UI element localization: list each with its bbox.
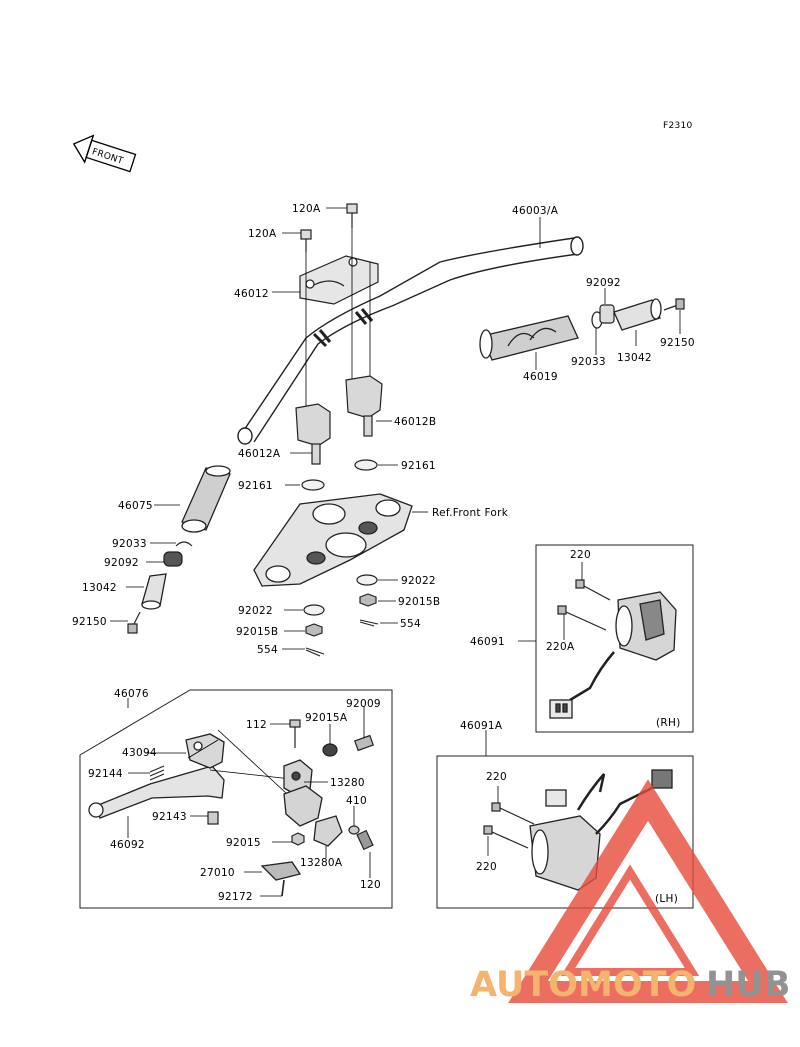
spacer-92092-icon [163,551,183,567]
housing-13280A [313,815,343,847]
label-92150-right: 92150 [660,337,695,349]
watermark-logo: AUTOMOTO HUB [470,779,790,1005]
label-46075: 46075 [118,500,153,512]
label-46092: 46092 [110,839,145,851]
label-410: 410 [346,795,367,807]
label-220-rh: 220 [570,549,591,561]
nut-410-icon [348,825,360,835]
lh-switch-housing [529,769,673,891]
lh-tag: (LH) [655,893,678,905]
label-92161-right: 92161 [401,460,436,472]
label-220A: 220A [546,641,575,653]
label-92161-left: 92161 [238,480,273,492]
label-13042-right: 13042 [617,352,652,364]
label-120A-top: 120A [292,203,321,215]
nut-92015B-icon [305,593,377,637]
label-92092-left: 92092 [104,557,139,569]
screw-220-lh-icon [483,802,535,849]
figure-code: F2310 [663,121,693,131]
label-46012A: 46012A [238,448,281,460]
handlebar-46003 [237,236,584,445]
bolt-120A-icon [300,203,358,252]
label-92033-right: 92033 [571,356,606,368]
nut-92015-icon [291,832,305,846]
bolt-120-icon [356,829,374,851]
housing-13280 [283,759,323,827]
label-46076: 46076 [114,688,149,700]
rh-tag: (RH) [656,717,681,729]
rh-switch-box [535,544,694,733]
holder-46012B [345,375,383,437]
clutch-lever-box [79,689,393,909]
watermark-text-1: AUTOMOTO [470,965,696,1005]
label-46012: 46012 [234,288,269,300]
label-120: 120 [360,879,381,891]
label-13280A: 13280A [300,857,343,869]
pin-92143-icon [207,811,219,825]
label-92150-left: 92150 [72,616,107,628]
upper-clamp-46012 [299,255,379,305]
label-ref-front-fork: Ref.Front Fork [432,507,509,519]
label-120A-left: 120A [248,228,277,240]
lh-switch-box [436,755,694,909]
adjuster-92009-icon [354,734,374,752]
label-92033-left: 92033 [112,538,147,550]
label-92022-right: 92022 [401,575,436,587]
label-92015A: 92015A [305,712,348,724]
label-92144: 92144 [88,768,123,780]
front-arrow-icon: FRONT [72,134,137,173]
screw-220-icon [557,579,611,631]
triple-clamp [253,493,413,587]
rh-switch-housing [549,591,677,719]
label-92009: 92009 [346,698,381,710]
grip-46019 [479,315,579,361]
label-554-left: 554 [257,644,278,656]
label-92022-left: 92022 [238,605,273,617]
watermark-text-2: HUB [706,965,790,1005]
label-13280: 13280 [330,777,365,789]
bolt-112-icon [289,719,301,748]
label-112: 112 [246,719,267,731]
label-92092-right: 92092 [586,277,621,289]
label-92015B-left: 92015B [236,626,278,638]
label-92015B-right: 92015B [398,596,440,608]
label-27010: 27010 [200,867,235,879]
bolt-92150-icon [663,298,685,311]
label-46003A: 46003/A [512,205,559,217]
label-43094: 43094 [122,747,157,759]
grip-46075 [181,465,231,533]
ring-92033-icon [175,541,193,547]
washer-92022-icon [303,574,378,616]
label-13042-left: 13042 [82,582,117,594]
lever-46092 [88,765,225,819]
bolt-92150-left-icon [127,611,141,634]
label-554-right: 554 [400,618,421,630]
label-220-lh-2: 220 [476,861,497,873]
bracket-43094 [185,733,225,769]
label-92015: 92015 [226,837,261,849]
weight-13042-left-icon [141,573,167,610]
label-46012B: 46012B [394,416,436,428]
cotter-pin-554-icon [305,619,379,657]
watermark-triangle-icon [508,779,788,1003]
label-92172: 92172 [218,891,253,903]
washer-92015A-icon [322,743,338,757]
label-46091: 46091 [470,636,505,648]
spring-92144-icon [149,765,165,781]
label-46019: 46019 [523,371,558,383]
label-220-lh-1: 220 [486,771,507,783]
label-92143: 92143 [152,811,187,823]
washer-92161-icon [301,459,378,491]
weight-13042-icon [613,298,662,331]
switch-27010 [260,861,302,897]
weight-spacer-92092-icon [591,304,615,329]
label-46091A: 46091A [460,720,503,732]
holder-46012A [295,403,331,465]
